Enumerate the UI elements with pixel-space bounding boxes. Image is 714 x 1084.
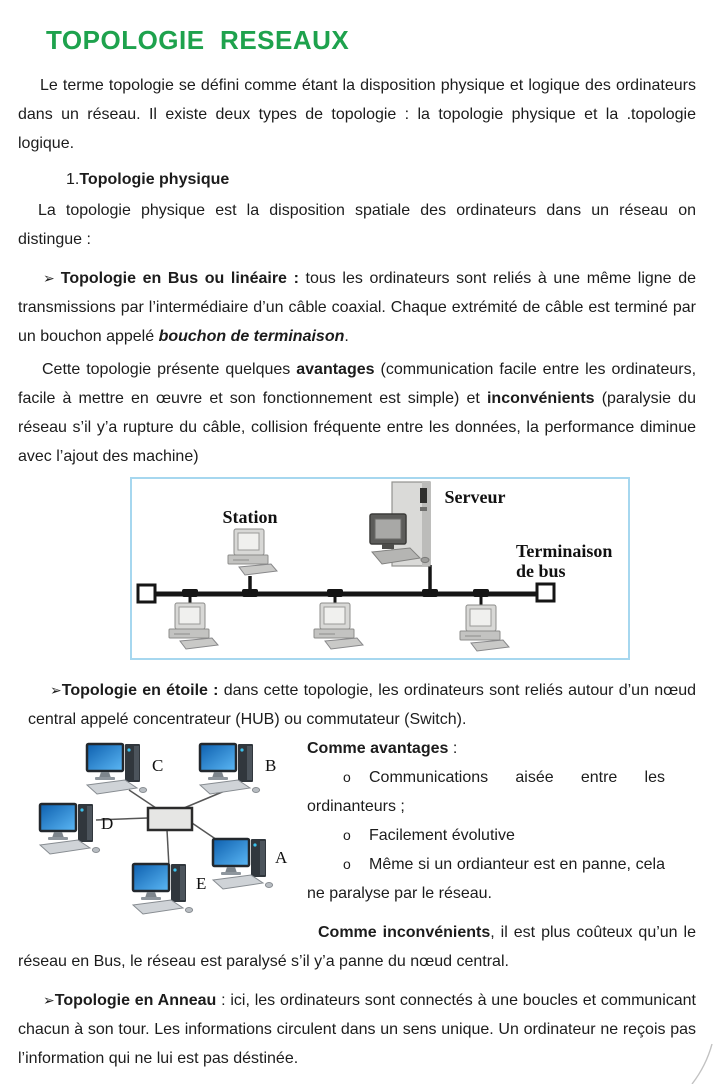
advantages-title: Comme avantages : [307,734,665,763]
bus-tap [327,589,343,597]
star-computer-d-icon [38,802,101,856]
section-heading-physique: 1.Topologie physique [66,165,696,194]
bus-tap [473,589,489,597]
star-computer-b-icon [198,742,261,796]
star-computer-d-label: D [101,814,113,833]
star-computer-c-icon [85,742,148,796]
arrow-bullet-icon: ➢ [43,992,55,1008]
ring-lead: Topologie en Anneau [54,992,217,1009]
arrow-bullet-icon: ➢ [50,682,62,698]
star-lead: Topologie en étoile : [61,682,219,699]
advantage-item: o Facilement évolutive [307,821,665,850]
circle-bullet-icon: o [343,856,351,872]
advantages-title-colon: : [448,740,458,757]
section-heading-text: Topologie physique [79,171,230,188]
star-link-e [166,829,170,868]
bus-terminator-left [136,583,157,604]
server-computer-icon [369,481,431,567]
bus-tap [182,589,198,597]
star-link-d [95,817,149,821]
disadvantages-bold: Comme inconvénients [318,924,491,941]
star-disadvantages-paragraph: Comme inconvénients, il est plus coûteux… [18,918,696,976]
advantage-text: Communications aisée entre les ordinante… [307,769,665,815]
star-computer-e-label: E [196,874,206,893]
bus-workstation-icon [168,602,219,650]
adv-pre: Cette topologie présente quelques [42,361,291,378]
ring-body: : ici, les ordinateurs sont connectés à … [18,992,697,1067]
star-body: dans cette topologie, les ordinateurs so… [28,682,696,728]
star-computer-a-icon [211,837,274,891]
termination-label-line2: de bus [516,561,566,581]
termination-label-line1: Terminaison [516,541,612,561]
server-label: Serveur [445,487,506,507]
star-computer-e-icon [131,862,194,916]
arrow-bullet-icon: ➢ [43,270,55,286]
bus-workstation-icon [459,604,510,652]
bus-advantages-paragraph: Cette topologie présente quelques avanta… [18,355,696,471]
star-paragraph: ➢Topologie en étoile : dans cette topolo… [18,676,696,734]
intro-paragraph: Le terme topologie se défini comme étant… [18,77,696,152]
pen-mark-artifact [691,1043,713,1084]
bus-emphasis: bouchon de terminaison [158,328,345,345]
bus-workstation-icon [313,602,364,650]
bus-paragraph: ➢ Topologie en Bus ou linéaire : tous les… [18,264,696,351]
advantage-text: Facilement évolutive [369,827,515,844]
bus-lead: Topologie en Bus ou linéaire : [60,270,299,287]
physique-paragraph: La topologie physique est la disposition… [18,202,696,248]
advantages-title-bold: Comme avantages [307,740,449,757]
circle-bullet-icon: o [343,827,351,843]
disadvantages-text: , il est plus coûteux qu’un le réseau en… [18,924,697,970]
advantage-text: Même si un ordianteur est en panne, cela… [307,856,665,902]
adv-post: (paralysie du réseau s’il y’a rupture du… [18,390,696,465]
bus-terminator-right [535,582,556,603]
circle-bullet-icon: o [343,769,351,785]
ring-paragraph: ➢Topologie en Anneau : ici, les ordinate… [18,986,696,1073]
star-link-c [128,789,157,809]
star-computer-c-label: C [152,756,163,775]
bus-body: tous les ordinateurs sont reliés à une m… [18,270,697,345]
inc-bold: inconvénients [486,390,595,407]
page-title: TOPOLOGIE RESEAUX [46,25,350,55]
bus-period: . [344,328,349,345]
hub-switch-box [146,806,194,832]
bus-topology-figure: Station Serveur Terminaison de bus [130,477,630,660]
section-number: 1. [66,171,80,188]
station-label: Station [222,507,277,527]
adv-mid: (communication facile entre les ordinate… [18,361,697,407]
star-topology-figure: C B D A E [18,736,303,918]
star-computer-a-label: A [275,848,288,867]
star-computer-b-label: B [265,756,276,775]
bus-topology-diagram: Station Serveur Terminaison de bus [130,477,630,660]
star-topology-diagram: C B D A E [38,742,288,916]
station-computer-icon [227,528,278,576]
figure-border [130,477,630,660]
adv-bold: avantages [296,361,375,378]
